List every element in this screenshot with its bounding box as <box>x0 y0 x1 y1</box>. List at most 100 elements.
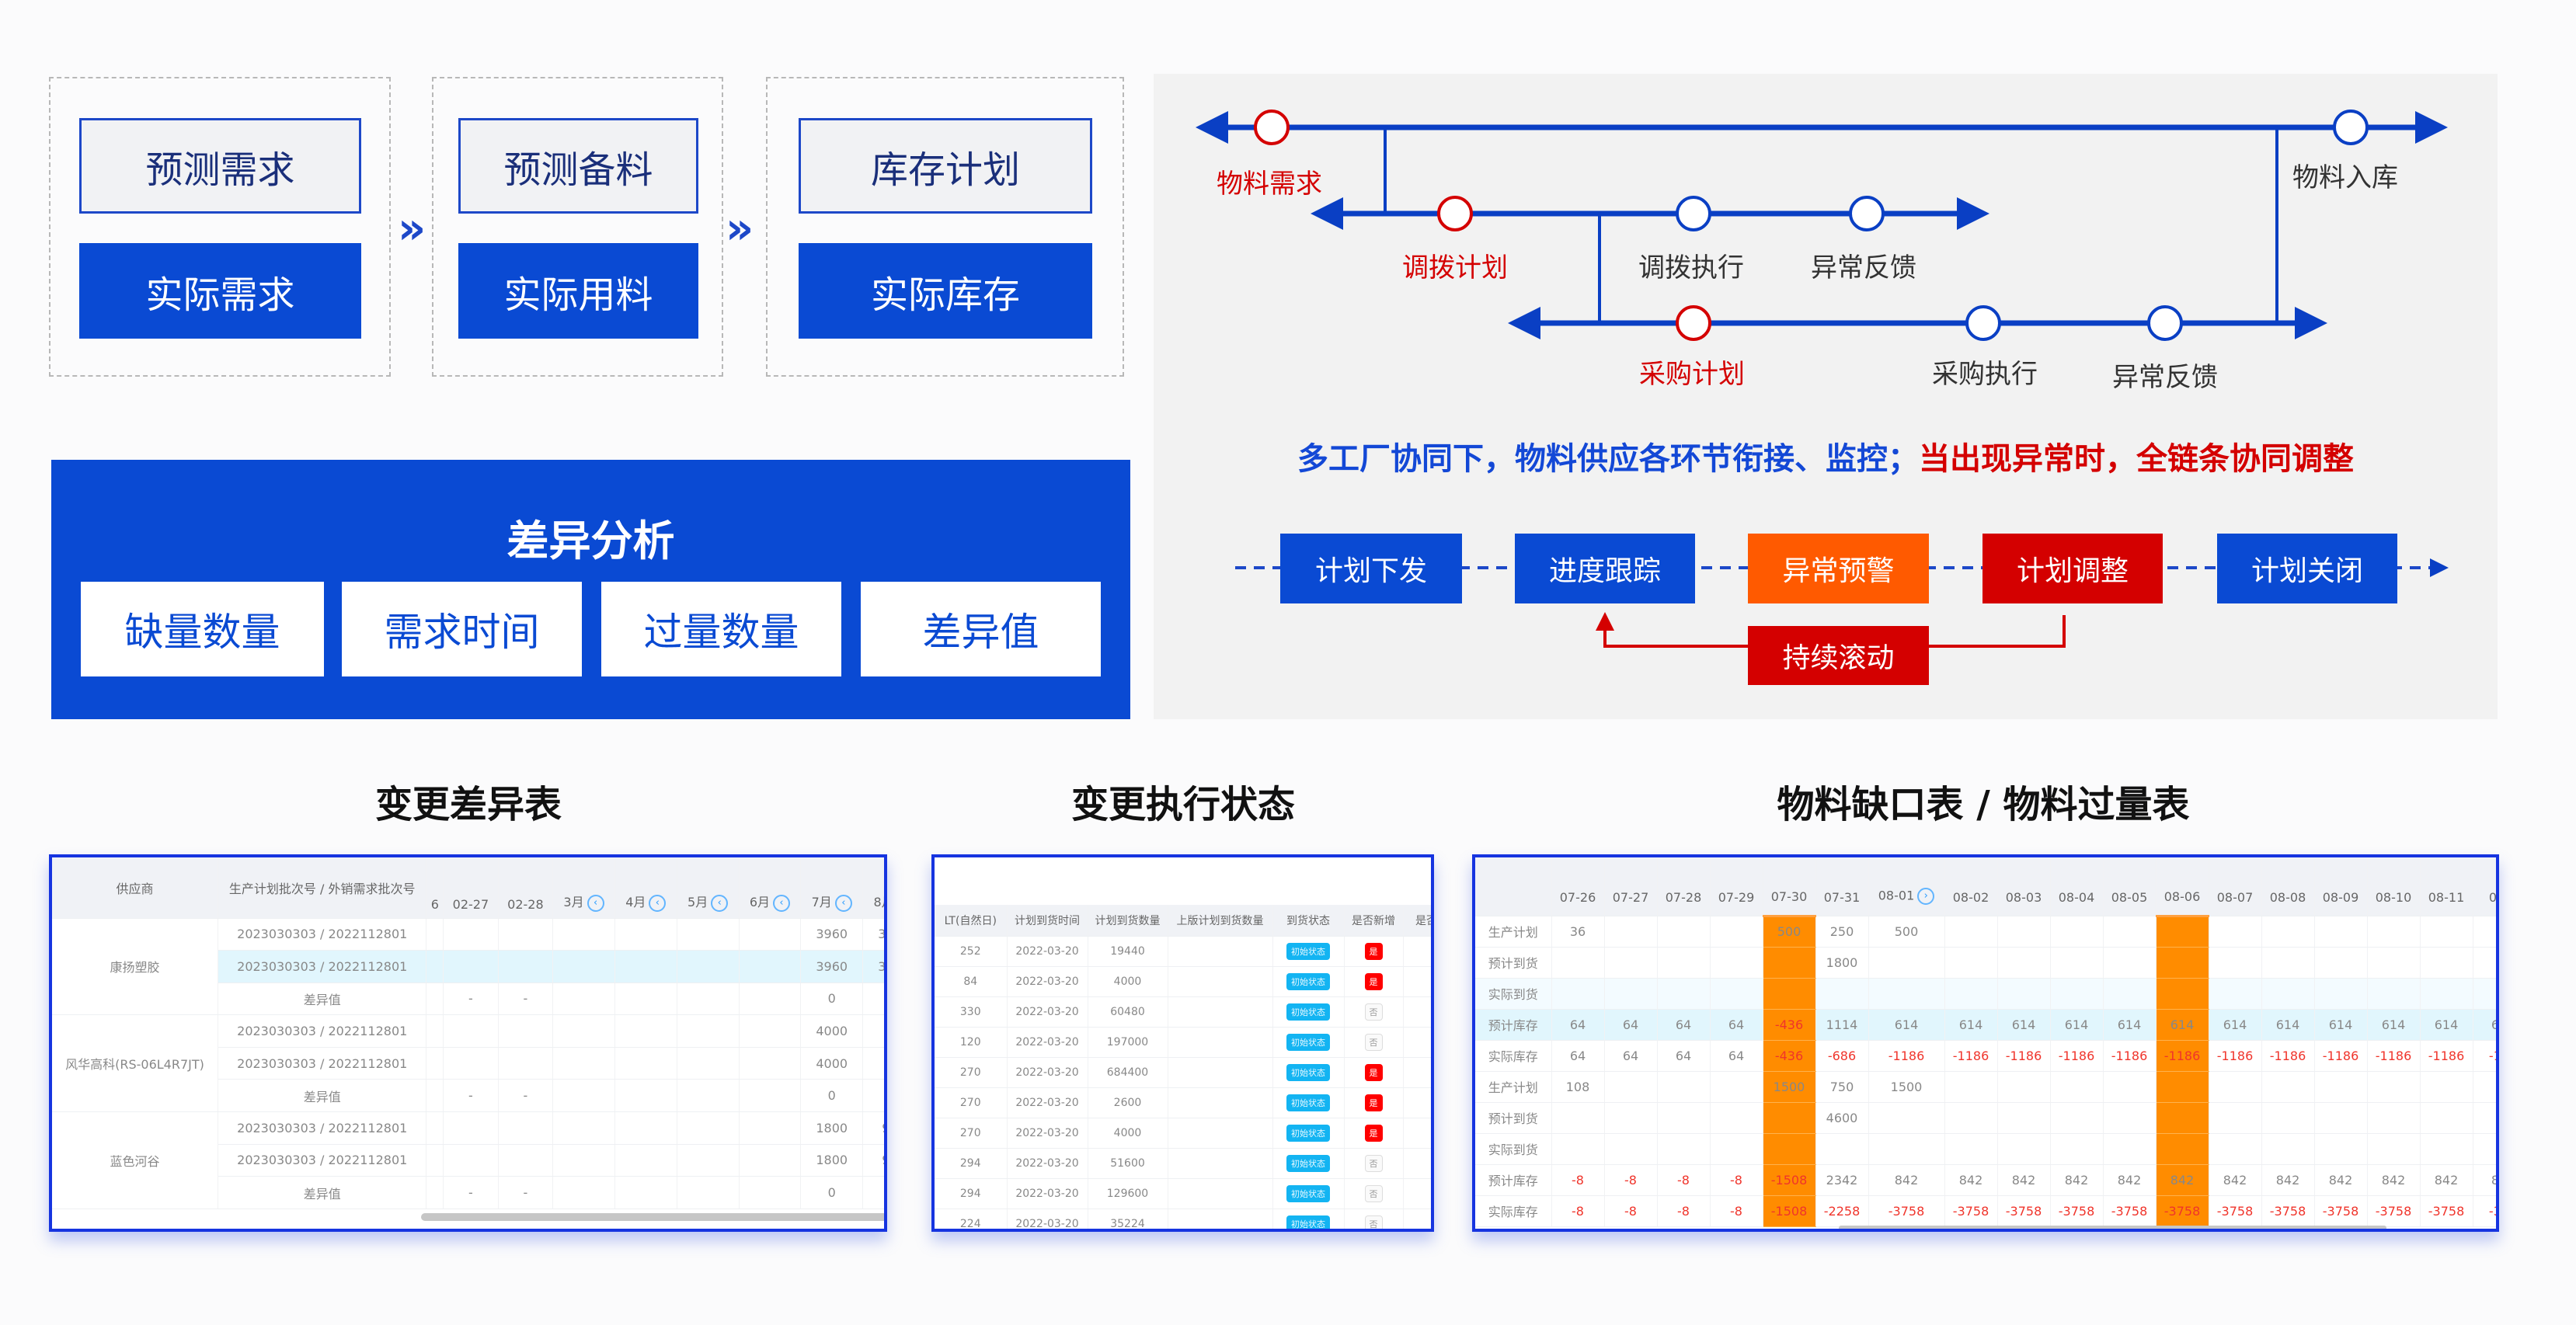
date-header[interactable]: 6月‹ <box>739 857 802 919</box>
value-cell: 4000 <box>800 1047 864 1080</box>
table-grid: LT(自然日)计划到货时间计划到货数量上版计划到货数量到货状态是否新增是否252… <box>935 905 1431 1229</box>
batch-cell: 2023030303 / 2022112801 <box>218 918 427 951</box>
value-cell <box>1657 1133 1711 1165</box>
value-cell: 108 <box>1551 1071 1605 1103</box>
collapse-chevron-icon[interactable]: ‹ <box>587 894 604 912</box>
value-cell <box>1710 978 1763 1010</box>
value-cell: 614 <box>2367 1009 2421 1041</box>
value-cell: 614 <box>1997 1009 2051 1041</box>
value-cell <box>677 1176 740 1209</box>
cell: 19440 <box>1088 936 1168 967</box>
cell: 270 <box>935 1057 1008 1088</box>
status-badge: 初始状态 <box>1286 972 1330 990</box>
expand-chevron-icon[interactable]: › <box>1917 887 1935 905</box>
collapse-chevron-icon[interactable]: ‹ <box>649 894 667 912</box>
value-cell <box>426 950 444 983</box>
value-cell: 1500 <box>1763 1071 1816 1103</box>
step-issue-plan: 计划下发 <box>1280 534 1462 603</box>
value-cell: 64 <box>1657 1040 1711 1072</box>
collapse-chevron-icon[interactable]: ‹ <box>834 894 852 912</box>
cell: 否 <box>1344 996 1404 1028</box>
value-cell: -1186 <box>1997 1040 2051 1072</box>
value-cell: 614 <box>2103 1009 2157 1041</box>
value-cell: -1508 <box>1763 1164 1816 1196</box>
value-cell: -37 <box>2473 1195 2496 1227</box>
value-cell: 64 <box>1604 1009 1658 1041</box>
cell <box>1403 1057 1431 1088</box>
collapse-chevron-icon[interactable]: ‹ <box>773 894 790 912</box>
table-row[interactable]: 差异值--00 <box>52 982 884 1016</box>
value-cell <box>443 918 499 951</box>
row-label: 预计库存 <box>1475 1009 1552 1041</box>
table-row[interactable]: 实际库存-8-8-8-8-1508-2258-3758-3758-3758-37… <box>1475 1195 2496 1227</box>
date-header[interactable]: 7月‹ <box>800 857 864 919</box>
value-cell <box>677 1047 740 1080</box>
table-row[interactable]: 差异值--00 <box>52 1176 884 1209</box>
status-badge: 初始状态 <box>1286 1124 1330 1142</box>
value-cell <box>614 1014 677 1048</box>
date-header[interactable]: 4月‹ <box>614 857 677 919</box>
batch-cell: 差异值 <box>218 1176 427 1209</box>
value-cell: 842 <box>2261 1164 2315 1196</box>
value-cell <box>2156 916 2209 948</box>
date-header: 07-26 <box>1551 857 1605 916</box>
table-row[interactable]: 2023030303 / 202211280139603240 <box>52 950 884 983</box>
demand-time-box: 需求时间 <box>342 582 582 676</box>
horizontal-scrollbar[interactable] <box>421 1213 884 1221</box>
value-cell: 614 <box>2156 1009 2209 1041</box>
table-row[interactable]: 风华高科(RS-06L4R7JT)2023030303 / 2022112801… <box>52 1014 884 1113</box>
value-cell <box>2103 978 2157 1010</box>
status-badge: 初始状态 <box>1286 1033 1330 1051</box>
value-cell: -686 <box>1815 1040 1869 1072</box>
value-cell <box>1657 1071 1711 1103</box>
batch-cell: 2023030303 / 2022112801 <box>218 950 427 983</box>
column-header: 供应商 <box>52 857 218 919</box>
table-row[interactable]: 实际到货 <box>1475 1133 2496 1165</box>
cell: 初始状态 <box>1272 1057 1345 1088</box>
cell <box>1168 1118 1273 1149</box>
table-row[interactable]: 2023030303 / 20221128011800900 <box>52 1144 884 1177</box>
actual-material-box: 实际用料 <box>458 243 698 339</box>
value-cell <box>1604 1071 1658 1103</box>
status-badge: 初始状态 <box>1286 1184 1330 1202</box>
horizontal-scrollbar[interactable] <box>1839 1226 2386 1229</box>
value-cell <box>1763 1102 1816 1134</box>
date-header[interactable]: 3月‹ <box>552 857 615 919</box>
node-transfer-exec <box>1676 196 1711 231</box>
date-header[interactable]: 5月‹ <box>677 857 740 919</box>
cell: 224 <box>935 1208 1008 1229</box>
actual-demand-box: 实际需求 <box>79 243 361 339</box>
value-cell <box>2367 978 2421 1010</box>
column-header: 是否新增 <box>1344 905 1404 937</box>
value-cell <box>1997 947 2051 979</box>
date-header[interactable]: 8月‹ <box>862 857 884 919</box>
table-row[interactable]: 实际到货 <box>1475 978 2496 1010</box>
value-cell <box>1944 947 1998 979</box>
table-row[interactable]: 差异值--0 <box>52 1079 884 1113</box>
cell: 否 <box>1344 1208 1404 1229</box>
collapse-chevron-icon[interactable]: ‹ <box>711 894 729 912</box>
value-cell: -8 <box>1657 1195 1711 1227</box>
date-header: 08-02 <box>1944 857 1998 916</box>
